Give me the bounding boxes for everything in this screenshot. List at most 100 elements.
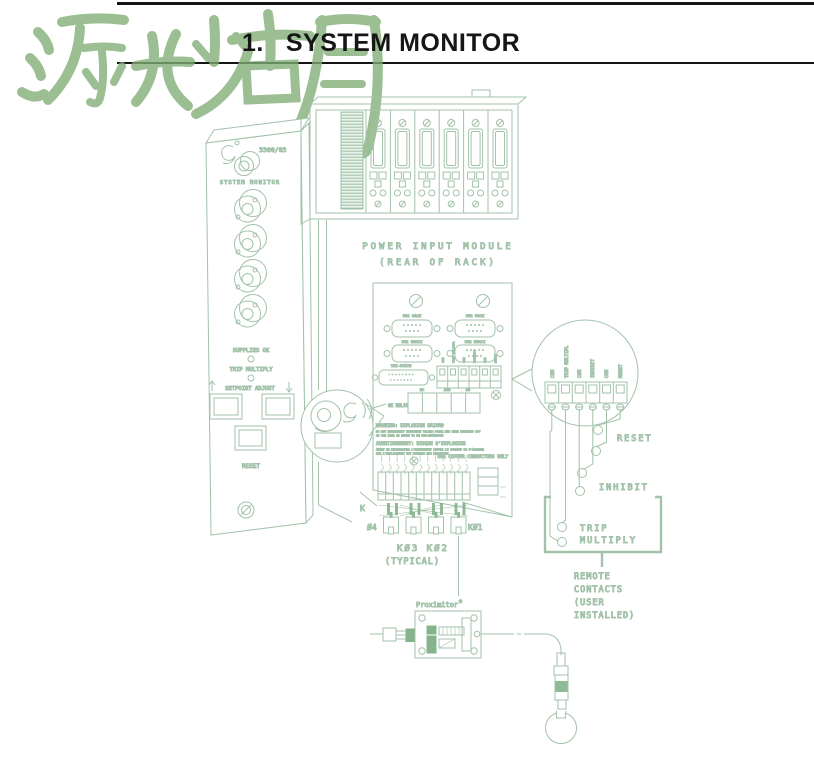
warning-text-block: WARNING: EXPLOSION HAZARD DO NOT DISCONN… [376, 423, 509, 461]
alarm-detail-balloon [300, 389, 385, 463]
watermark-strokes [17, 9, 383, 160]
header-rule-bottom [117, 62, 814, 64]
trip-multiply-contact-label2: MULTIPLY [580, 536, 637, 546]
terminal-screw[interactable] [602, 403, 611, 411]
screw-icon [470, 614, 478, 622]
connector-label: DE1 RACK [403, 313, 422, 318]
sound-swirl-icon [342, 398, 373, 423]
relay-connectors: K Ø4 KØ1 KØ3 KØ2 (TYPICAL) [360, 503, 483, 596]
section-title: SYSTEM MONITOR [285, 29, 521, 57]
reset-contact-label: RESET [617, 434, 653, 444]
page-title: 1.SYSTEM MONITOR [242, 29, 520, 58]
registered-mark: ® [459, 599, 463, 605]
terminal-label-com: COM [604, 370, 610, 378]
model-number: 3300/03 [259, 146, 286, 154]
terminal-micro-label: INHIBIT [473, 350, 477, 363]
terminal-micro-label: RESET [494, 354, 498, 363]
remote-caption: REMOTE [574, 572, 611, 582]
warning-fr-title: AVERTISSEMENT: RISQUE D'EXPLOSION [376, 441, 466, 447]
bnc-connector[interactable] [234, 189, 267, 223]
relay-plug[interactable] [428, 516, 444, 535]
screw-icon [491, 390, 501, 400]
no-label: NO [466, 388, 470, 392]
trip-multiply-label: TRIP MULTIPLY [229, 367, 273, 373]
setpoint-adjust-label: SETPOINT ADJUST [225, 386, 275, 392]
relay-middle-label: KØ3 KØ2 [397, 543, 449, 554]
vent-grille [340, 111, 364, 210]
remote-contacts: RESET INHIBIT TRIP MULTIPLY REMOTE CONTA… [543, 410, 663, 622]
connector-label: DE1 HORIZ [402, 339, 423, 344]
screw-icon [418, 647, 426, 655]
dsub-connector[interactable] [383, 344, 441, 363]
front-panel-name: SYSTEM MONITOR [220, 180, 280, 186]
ok-relay-label: OK RELAY [388, 403, 409, 408]
connector-label: DE2 HORIZ [465, 339, 486, 344]
relay-k01-label: KØ1 [468, 522, 483, 532]
remote-caption: INSTALLED) [574, 611, 635, 621]
contact-point [577, 468, 587, 478]
reset-button[interactable] [234, 425, 267, 451]
terminal-micro-label: COM [483, 357, 487, 363]
header-rule-top [117, 2, 814, 5]
input-plug[interactable] [370, 627, 406, 642]
trip-multiply-contact-label: TRIP [580, 524, 608, 534]
proximitor-label: Proximitor [416, 601, 458, 609]
dsub-connector[interactable] [446, 344, 504, 363]
relay-k04-label: Ø4 [367, 522, 377, 532]
trip-multiply-led [247, 374, 255, 382]
bnc-connector[interactable] [234, 224, 267, 258]
warning-en-body: DO NOT DISCONNECT EQUIPMENT UNLESS POWER… [376, 430, 481, 434]
wire-squiggles [380, 455, 469, 475]
contact-point [575, 486, 585, 496]
connector-label: DE2 RACK [466, 313, 485, 318]
relay-plug[interactable] [405, 516, 422, 535]
relay-k-label: K [360, 504, 365, 513]
terminal-label-inhibit: INHIBIT [590, 359, 596, 378]
warning-fr-body: QUE L'EMPLACEMENT EST DESIGNE NON DANGER… [376, 452, 449, 456]
terminal-screw[interactable] [616, 403, 625, 411]
field-wiring-cable [481, 633, 562, 655]
terminal-screw[interactable] [588, 403, 597, 411]
bnc-connector[interactable] [234, 259, 267, 293]
terminal-label-trip-multiply: TRIP MULTIPL [564, 345, 570, 378]
probe-and-shaft [545, 652, 577, 744]
power-input-module-detail: DE1 RACK DE2 RACK DE1 HORIZ [369, 282, 513, 518]
relay-plug[interactable] [383, 516, 399, 535]
dsub-connector-wide[interactable] [371, 369, 436, 386]
rack-rear-view [300, 89, 528, 523]
terminal-screw[interactable] [575, 403, 584, 411]
dsub-connector[interactable] [383, 319, 441, 338]
contacts-bracket [543, 495, 663, 567]
relay-plug[interactable] [450, 516, 467, 535]
lower-terminal-strip[interactable] [377, 471, 471, 501]
arm-label: ARM [444, 388, 451, 392]
terminal-label-com: COM [550, 370, 556, 378]
terminal-micro-label: COM [441, 357, 445, 363]
terminal-block[interactable] [436, 365, 502, 389]
terminal-detail-balloon: COM TRIP MULTIPL COM INHIBIT COM RESET [531, 319, 639, 427]
terminal-screw[interactable] [547, 403, 556, 411]
connector-label: TRI-STATE [391, 363, 412, 368]
terminal-screw[interactable] [561, 403, 570, 411]
warning-en-title: WARNING: EXPLOSION HAZARD [376, 423, 444, 429]
warning-fr-body: AVANT DE DECONNECTER L'EQUIPEMENT COUPER… [376, 448, 484, 452]
setpoint-up-button[interactable] [209, 393, 243, 420]
dsub-connector[interactable] [446, 319, 504, 338]
contact-point [557, 522, 567, 532]
contact-point [591, 446, 601, 456]
proximitor-sensor-assembly: Proximitor ® [370, 599, 562, 659]
contact-point [557, 537, 567, 547]
rack-caption-line2: (REAR OF RACK) [379, 258, 497, 268]
power-entry-block[interactable] [461, 467, 513, 518]
screw-icon [418, 614, 426, 622]
screw-icon [409, 456, 419, 466]
setpoint-down-button[interactable] [261, 393, 295, 420]
bnc-connector[interactable] [234, 294, 267, 328]
screw-icon [237, 501, 255, 519]
remote-caption: (USER [574, 598, 605, 608]
supplies-ok-label: SUPPLIES OK [233, 348, 270, 354]
relay-contact-row [407, 392, 481, 414]
screw-icon [470, 647, 478, 655]
front-panel-knob[interactable] [234, 151, 260, 176]
